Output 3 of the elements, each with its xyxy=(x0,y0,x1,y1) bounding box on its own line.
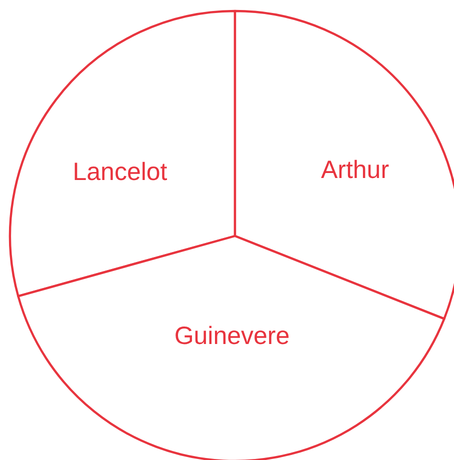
sector-label: Arthur xyxy=(320,155,390,185)
sector-label: Guinevere xyxy=(174,321,290,351)
sector-label: Lancelot xyxy=(72,157,168,187)
